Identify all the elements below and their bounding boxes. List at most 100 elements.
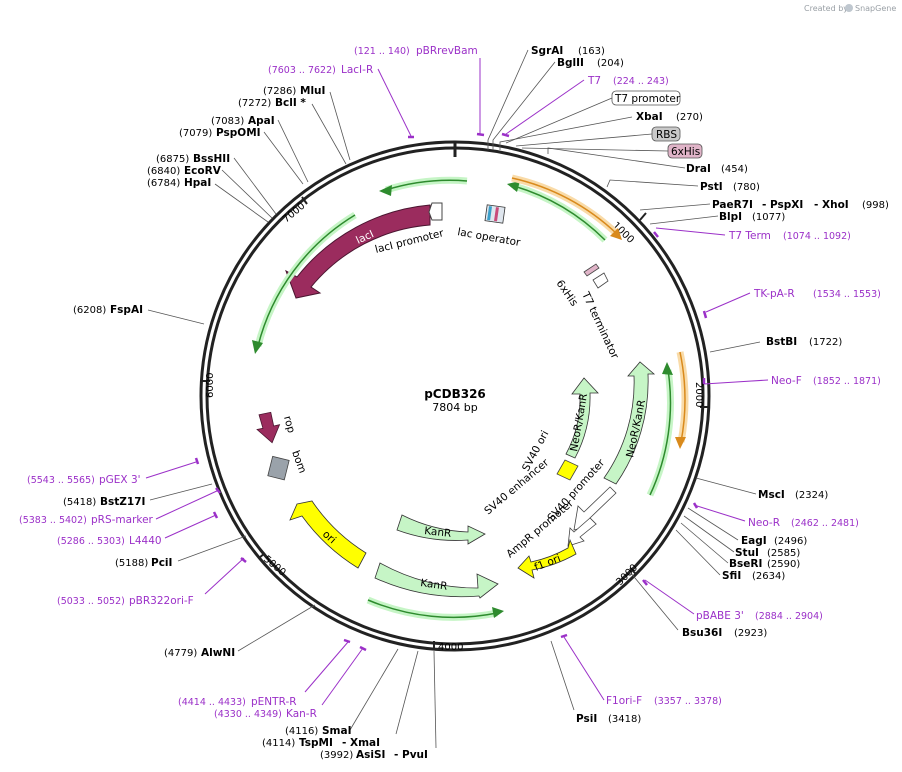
credit-brand: SnapGene <box>855 4 896 13</box>
enzyme-bsshii[interactable]: BssHII <box>193 153 230 165</box>
kanr-a-arrow[interactable] <box>396 514 486 545</box>
primer-tkpar[interactable]: TK-pA-R <box>753 288 795 300</box>
enzyme-stui[interactable]: StuI <box>735 547 759 559</box>
primer-pbr322orif[interactable]: pBR322ori-F <box>129 595 194 607</box>
his6-box[interactable] <box>667 143 703 159</box>
t7-terminator-arrow[interactable] <box>592 272 609 289</box>
primer-l4440[interactable]: L4440 <box>129 535 162 547</box>
primer-pbabe3[interactable]: pBABE 3' <box>696 610 744 622</box>
f1ori-arrow[interactable] <box>517 538 577 579</box>
primer-pgex3[interactable]: pGEX 3' <box>99 474 141 486</box>
enzyme-blpi[interactable]: BlpI <box>719 211 742 223</box>
enzyme-bstz17i[interactable]: BstZ17I <box>100 496 145 508</box>
primer-t7-range: (224 .. 243) <box>613 76 669 87</box>
enzyme-pspomi[interactable]: PspOMI <box>216 127 261 139</box>
enzyme-hpai[interactable]: HpaI <box>184 177 211 189</box>
enzyme-pspomi-pos: (7079) <box>179 128 212 139</box>
enzyme-alwni[interactable]: AlwNI <box>201 647 235 659</box>
primer-pentrr[interactable]: pENTR-R <box>251 696 297 708</box>
primer-t7[interactable]: T7 <box>587 75 601 87</box>
primer-neof[interactable]: Neo-F <box>771 375 802 387</box>
enzyme-psti[interactable]: PstI <box>700 181 723 193</box>
rbs-box[interactable] <box>651 126 681 142</box>
enzyme-tspmi[interactable]: TspMI <box>299 737 333 749</box>
kanr-a-feature[interactable]: KanR <box>396 514 486 545</box>
his6-inner-box[interactable] <box>583 263 600 277</box>
enzyme-apai[interactable]: ApaI <box>248 115 275 127</box>
enzyme-eagi[interactable]: EagI <box>741 535 767 547</box>
primer-lacir[interactable]: LacI-R <box>341 64 373 76</box>
primer-f1orif[interactable]: F1ori-F <box>606 695 642 707</box>
rop-feature[interactable]: rop <box>254 411 297 445</box>
pcii-leader <box>177 535 247 562</box>
enzyme-drai[interactable]: DraI <box>686 163 711 175</box>
enzyme-msci[interactable]: MscI <box>758 489 785 501</box>
t7-promoter-box[interactable] <box>611 90 681 106</box>
kanr-b-arrow[interactable] <box>374 562 499 599</box>
kanr-leader <box>321 647 364 706</box>
enzyme-bstbi[interactable]: BstBI <box>766 336 797 348</box>
enzyme-bcli[interactable]: BclI * <box>275 97 306 109</box>
kanr-b-feature[interactable]: KanR <box>374 562 499 599</box>
bseri-leader <box>680 522 729 564</box>
enzyme-sgrai-pos: (163) <box>578 46 605 57</box>
enzyme-bseri[interactable]: BseRI <box>729 558 762 570</box>
neokan-b-arrow[interactable] <box>603 361 656 485</box>
drai-leader <box>547 147 686 169</box>
neokan-a-feature[interactable]: NeoR/KanR <box>565 377 599 459</box>
enzyme-smai[interactable]: SmaI <box>322 725 352 737</box>
enzyme-paer7i[interactable]: PaeR7I <box>712 199 753 211</box>
enzyme-xmai[interactable]: - XmaI <box>342 737 380 749</box>
enzyme-xhoi[interactable]: - XhoI <box>814 199 849 211</box>
enzyme-pspxi[interactable]: - PspXI <box>762 199 803 211</box>
lac-operator-feature[interactable] <box>484 204 506 224</box>
sv40-ori-box[interactable] <box>556 459 579 481</box>
enzyme-pvui[interactable]: - PvuI <box>394 749 428 761</box>
sv40-enhancer-label: SV40 enhancer <box>482 456 551 517</box>
laci-arrow[interactable] <box>285 204 431 299</box>
neokan-a-arrow[interactable] <box>565 377 599 459</box>
enzyme-xbai[interactable]: XbaI <box>636 111 663 123</box>
enzyme-pcii[interactable]: PciI <box>151 557 172 569</box>
enzyme-bsu36i[interactable]: Bsu36I <box>682 627 722 639</box>
primer-kanr[interactable]: Kan-R <box>286 708 317 720</box>
primer-prsmarker[interactable]: pRS-marker <box>91 514 154 526</box>
bom-feature[interactable]: bom <box>267 449 309 481</box>
enzyme-bglii[interactable]: BglII <box>557 57 584 69</box>
t7-promoter-label: T7 promoter <box>614 93 681 105</box>
rop-label: rop <box>281 415 297 435</box>
ampr-promoter-arrow[interactable] <box>567 517 597 547</box>
primer-t7term[interactable]: T7 Term <box>728 230 771 242</box>
enzyme-asisi[interactable]: AsiSI <box>356 749 385 761</box>
primer-pbabe3-range: (2884 .. 2904) <box>755 611 823 622</box>
laci-promoter-arrow[interactable] <box>428 202 443 221</box>
ori-feature[interactable]: ori <box>289 500 367 569</box>
paer7i-leader <box>639 203 711 211</box>
primer-pbrrevbam[interactable]: pBRrevBam <box>416 45 478 57</box>
enzyme-sgrai[interactable]: SgrAI <box>531 45 563 57</box>
ori-arrow[interactable] <box>289 500 367 569</box>
primer-neor[interactable]: Neo-R <box>748 517 780 529</box>
enzyme-ecorv-pos: (6840) <box>147 166 180 177</box>
enzyme-psii[interactable]: PsiI <box>576 713 597 725</box>
enzyme-alwni-pos: (4779) <box>164 648 197 659</box>
primer-leaders <box>145 58 769 706</box>
enzyme-mlui[interactable]: MluI <box>300 85 325 97</box>
bom-box[interactable] <box>267 455 290 481</box>
bglii-leader <box>492 61 556 150</box>
pbr322orif-leader <box>204 557 245 595</box>
enzyme-psti-pos: (780) <box>733 182 760 193</box>
enzyme-ecorv[interactable]: EcoRV <box>184 165 222 177</box>
enzyme-sfii[interactable]: SfiI <box>722 570 741 582</box>
neokan-b-feature[interactable]: NeoR/KanR <box>603 361 656 485</box>
alwni-leader <box>237 604 316 652</box>
f1orif-leader <box>563 636 605 701</box>
asisi-leader <box>433 650 437 749</box>
rop-arrow[interactable] <box>254 411 283 445</box>
green-track-arrows <box>252 176 674 621</box>
enzyme-paer7i-pos: (998) <box>862 200 889 211</box>
mlui-leader <box>329 91 351 161</box>
enzyme-fspai[interactable]: FspAI <box>110 304 143 316</box>
scale-tick-label: 4000 <box>438 642 463 653</box>
